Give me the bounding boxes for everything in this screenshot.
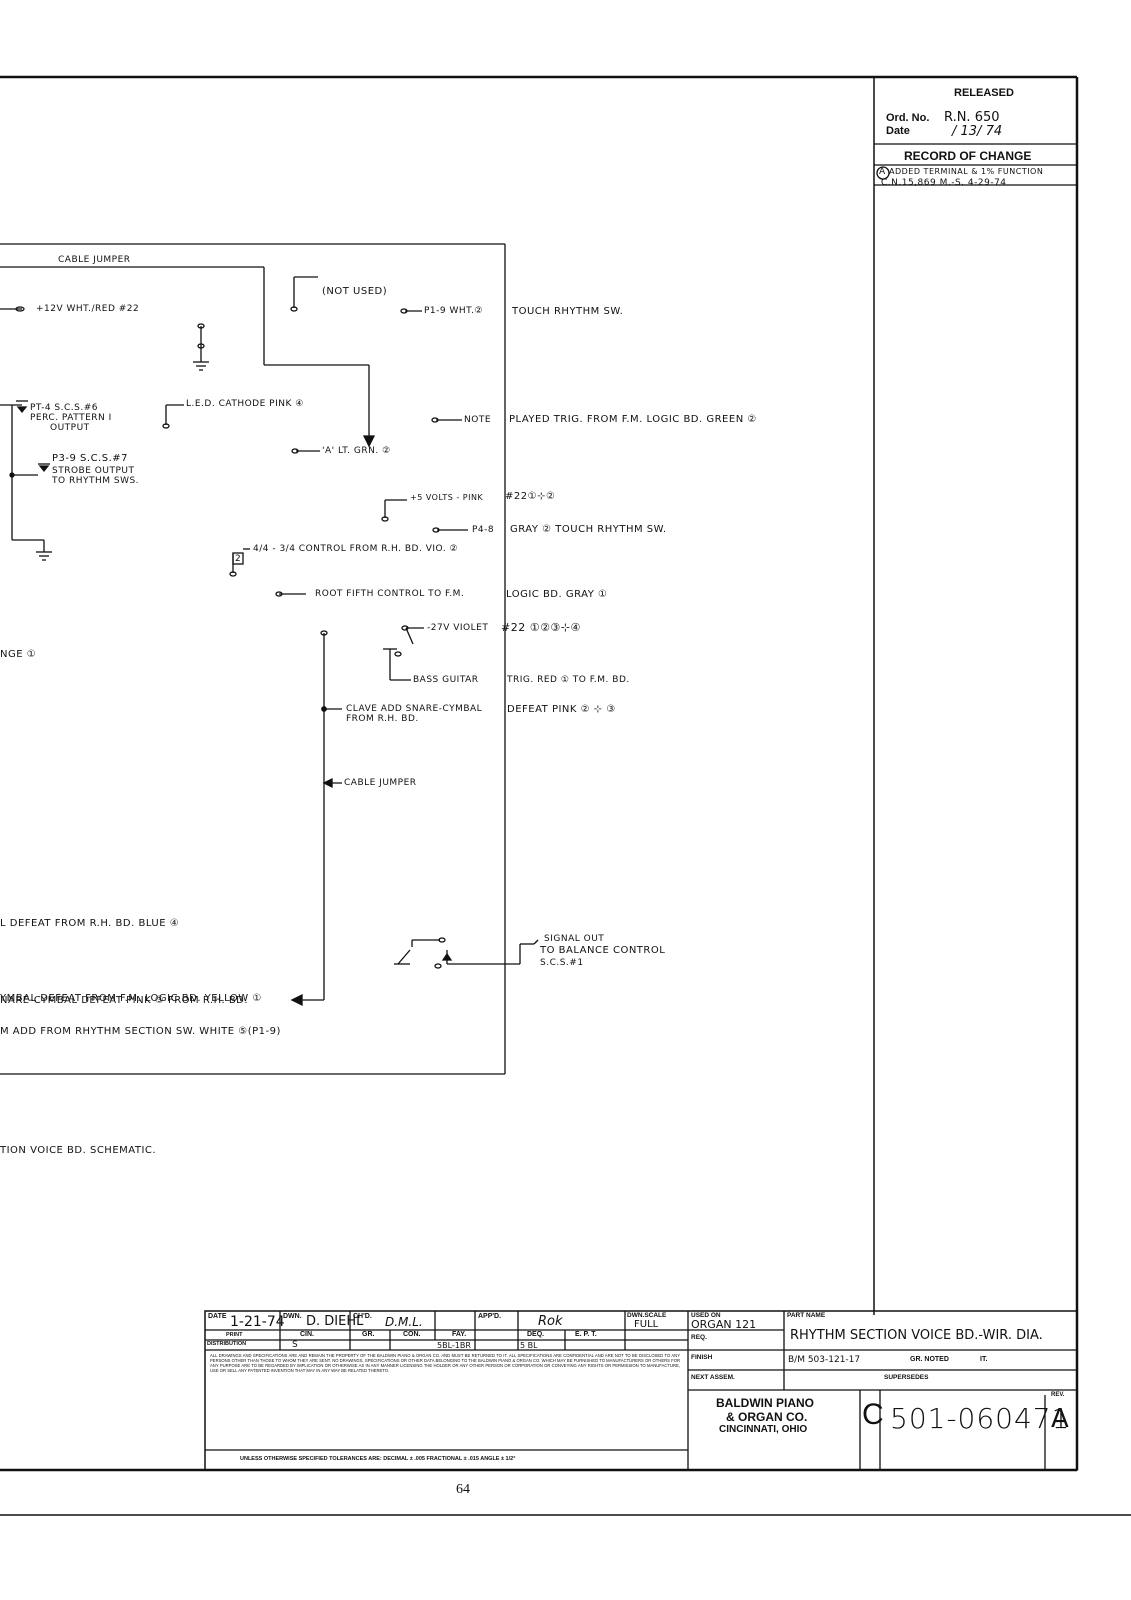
bass-guitar-label: BASS GUITAR (413, 675, 479, 685)
schematic-reference-note: TION VOICE BD. SCHEMATIC. (0, 1145, 157, 1156)
nge-label: NGE ① (0, 649, 37, 660)
pt-4-line-1: PT-4 S.C.S.#6 (30, 403, 98, 413)
p1-9-label: P1-9 WHT.② (424, 306, 484, 316)
gray-touch-rhythm-label: GRAY ② TOUCH RHYTHM SW. (510, 524, 667, 535)
tb-finish-label: FINISH (691, 1354, 713, 1361)
tb-date-label: DATE (208, 1313, 227, 1320)
record-of-change-heading: RECORD OF CHANGE (904, 149, 1032, 163)
tb-cin-label: CIN. (300, 1331, 314, 1338)
p4-8-label: P4-8 (472, 525, 495, 535)
tb-print-label: PRINT (226, 1332, 243, 1338)
company-line-1: BALDWIN PIANO (716, 1396, 814, 1410)
l-defeat-label: L DEFEAT FROM R.H. BD. BLUE ④ (0, 918, 180, 929)
tb-bm-value: B/M 503-121-17 (788, 1355, 861, 1365)
tb-it-label: IT. (980, 1356, 988, 1363)
tb-chd-value: D.M.L. (385, 1315, 423, 1329)
tb-dwn-scale-value: FULL (634, 1319, 659, 1330)
tb-req-label: REQ. (691, 1334, 707, 1341)
released-stamp: RELEASED (954, 87, 1014, 99)
minus-27v-label: -27V VIOLET (427, 623, 489, 633)
cable-jumper-label-mid: CABLE JUMPER (344, 778, 417, 788)
tb-ept-label: E. P. T. (575, 1331, 597, 1338)
clave-wire-label: DEFEAT PINK ② ⊹ ③ (507, 704, 616, 715)
ymbal-defeat-label: YMBAL DEFEAT FROM F.M. LOGIC BD. YELLOW … (0, 993, 262, 1004)
p3-9-line-1: P3-9 S.C.S.#7 (52, 453, 128, 464)
date-value: / 13/ 74 (952, 124, 1003, 139)
root-fifth-wire-label: LOGIC BD. GRAY ① (506, 589, 608, 600)
tb-cin-value: S (292, 1340, 298, 1350)
root-fifth-label: ROOT FIFTH CONTROL TO F.M. (315, 589, 465, 599)
drawing-size-letter: C (862, 1398, 884, 1431)
tb-date-value: 1-21-74 (230, 1314, 285, 1330)
tb-deq-label: DEQ. (527, 1331, 545, 1338)
tb-distribution-label: DISTRIBUTION (207, 1341, 247, 1347)
tb-used-on-label: USED ON (691, 1312, 721, 1319)
tb-tolerances: UNLESS OTHERWISE SPECIFIED TOLERANCES AR… (240, 1456, 516, 1462)
p3-9-line-2: STROBE OUTPUT (52, 466, 135, 476)
tb-part-name-value: RHYTHM SECTION VOICE BD.-WIR. DIA. (790, 1328, 1043, 1343)
pt-4-line-2: PERC. PATTERN I (30, 413, 112, 423)
tb-supersedes-label: SUPERSEDES (884, 1374, 929, 1381)
tb-appd-value: Rok (538, 1314, 563, 1329)
m-add-label: M ADD FROM RHYTHM SECTION SW. WHITE ⑤(P1… (0, 1026, 281, 1037)
note-label: NOTE (464, 415, 492, 425)
tb-appd-label: APP'D. (478, 1313, 502, 1320)
led-cathode-label: L.E.D. CATHODE PINK ④ (186, 399, 304, 409)
tb-used-on-value: ORGAN 121 (691, 1318, 757, 1331)
tb-dwn-value: D. DIEHL (306, 1314, 364, 1329)
a-lt-grn-label: 'A' LT. GRN. ② (322, 446, 391, 456)
tb-fay-label: FAY. (452, 1331, 467, 1338)
revision-letter: A (879, 167, 886, 177)
date-label: Date (886, 125, 910, 137)
tb-dwn-scale-label: DWN.SCALE (627, 1312, 667, 1319)
tb-confidential-notice: ALL DRAWINGS AND SPECIFICATIONS ARE AND … (210, 1353, 680, 1373)
control-44-label: 4/4 - 3/4 CONTROL FROM R.H. BD. VIO. ② (253, 544, 459, 554)
touch-rhythm-sw-label-1: TOUCH RHYTHM SW. (512, 306, 624, 317)
tb-rev-label: REV. (1051, 1392, 1065, 1398)
ord-no-label: Ord. No. (886, 112, 930, 124)
signal-out-line-1: SIGNAL OUT (544, 934, 605, 944)
plus-12v-label: +12V WHT./RED #22 (36, 304, 140, 314)
tb-fay-value: 5BL-1BR (437, 1341, 471, 1350)
tb-dwn-label: DWN. (283, 1313, 302, 1320)
revision-change-line-2: C.N.15,869 M.-S. 4-29-74 (881, 178, 1007, 188)
minus-27v-wire-label: #22 ①②③⊹④ (501, 621, 581, 634)
ord-no-value: R.N. 650 (944, 110, 1000, 125)
played-trig-label: PLAYED TRIG. FROM F.M. LOGIC BD. GREEN ② (509, 414, 757, 425)
tb-deq-value: 5 BL (520, 1341, 538, 1350)
tb-part-name-label: PART NAME (787, 1312, 826, 1319)
bass-guitar-wire-label: TRIG. RED ① TO F.M. BD. (507, 675, 630, 685)
plus-5v-label: +5 VOLTS - PINK (410, 493, 484, 502)
tb-gr-label: GR. (362, 1331, 375, 1338)
clave-line-2: FROM R.H. BD. (346, 714, 419, 724)
clave-line-1: CLAVE ADD SNARE-CYMBAL (346, 704, 483, 714)
drawing-number: 501-060471 (890, 1402, 1071, 1435)
revision-change-line-1: ADDED TERMINAL & 1% FUNCTION (889, 167, 1044, 176)
tb-next-assem-label: NEXT ASSEM. (691, 1374, 735, 1381)
snare-cymbal-label: NARE-CYMBAL DEFEAT PINK ③ FROM R.H. BD. (0, 995, 249, 1006)
box-2-label: 2 (235, 554, 242, 564)
pt-4-line-3: OUTPUT (50, 423, 90, 433)
company-line-2: & ORGAN CO. (726, 1410, 808, 1424)
plus-5v-wire-label: #22①⊹② (505, 491, 556, 502)
tb-gr-noted: GR. NOTED (910, 1356, 949, 1363)
cable-jumper-label-top: CABLE JUMPER (58, 255, 131, 265)
not-used-label: (NOT USED) (322, 286, 388, 297)
company-line-3: CINCINNATI, OHIO (719, 1424, 808, 1435)
signal-out-line-2: TO BALANCE CONTROL (540, 945, 666, 956)
tb-con-label: CON. (403, 1331, 421, 1338)
tb-chd-label: CH'D. (353, 1313, 372, 1320)
page-number: 64 (456, 1482, 470, 1497)
drawing-revision: A (1051, 1404, 1069, 1434)
signal-out-line-3: S.C.S.#1 (540, 958, 584, 968)
p3-9-line-3: TO RHYTHM SWS. (52, 476, 140, 486)
